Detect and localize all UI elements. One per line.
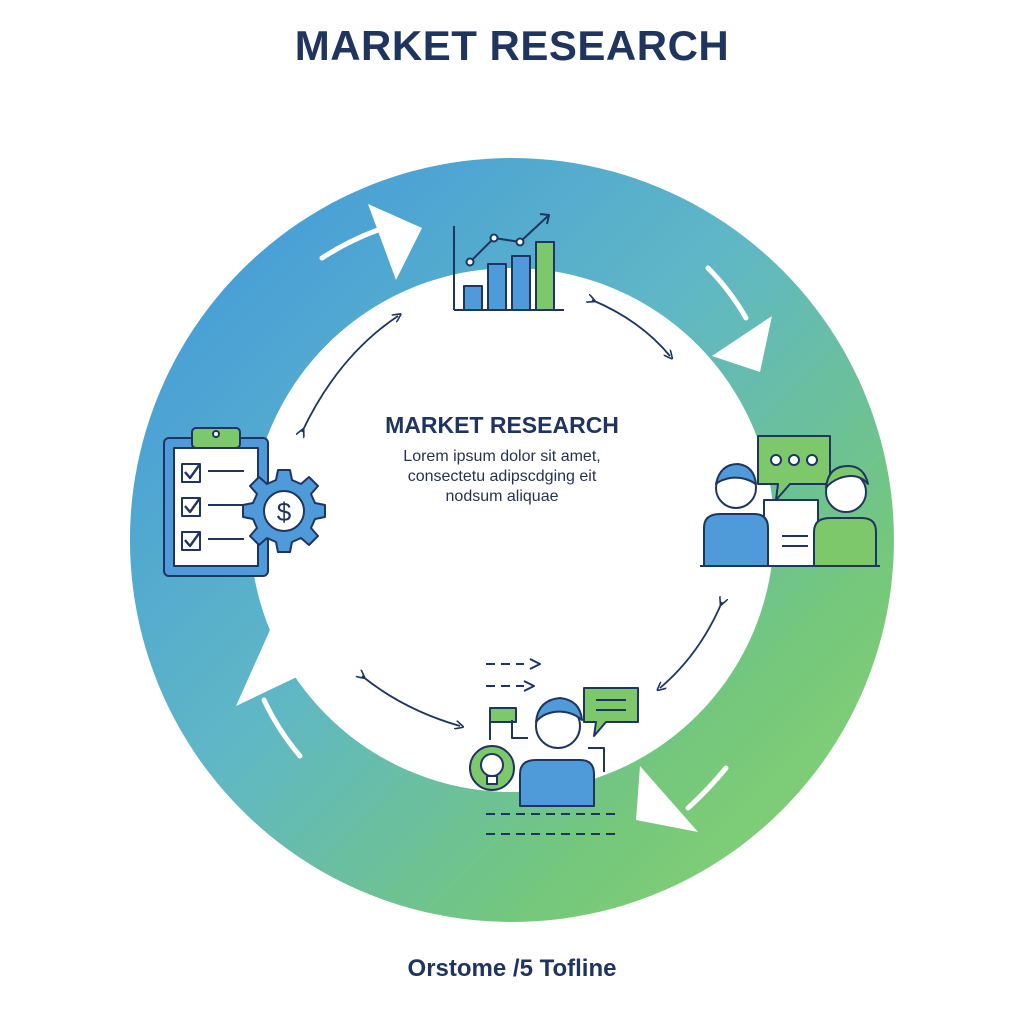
center-line: Lorem ipsum dolor sit amet,: [403, 448, 601, 465]
center-summary: MARKET RESEARCH Lorem ipsum dolor sit am…: [352, 412, 652, 507]
footer-caption: Orstome /5 Tofline: [407, 955, 617, 982]
center-title: MARKET RESEARCH: [385, 412, 619, 438]
center-line: consectetu adipscdging eit: [407, 468, 597, 485]
ring-arrow-left: [236, 630, 320, 759]
customer-conversation-icon: [700, 435, 880, 567]
connector-right-bottom: [660, 602, 722, 688]
idea-person-icon: [469, 658, 639, 835]
ring-arrow-top-left: [319, 204, 422, 280]
checklist-budget-icon: $: [163, 427, 326, 577]
connector-bottom-left: [362, 676, 460, 726]
bar-chart-growth-icon: [453, 213, 564, 311]
connector-left-top: [302, 316, 398, 432]
ring-arrow-bottom-right: [636, 765, 729, 832]
dollar-icon: $: [277, 497, 292, 527]
connector-arrows: [302, 300, 722, 726]
center-line: nodsum aliquae: [445, 488, 559, 505]
gear-dollar-icon: $: [242, 469, 326, 553]
connector-top-right: [592, 300, 670, 356]
center-description: Lorem ipsum dolor sit amet, consectetu a…: [352, 447, 652, 507]
ring-arrow-right: [705, 265, 772, 372]
page-title: MARKET RESEARCH: [294, 22, 730, 69]
